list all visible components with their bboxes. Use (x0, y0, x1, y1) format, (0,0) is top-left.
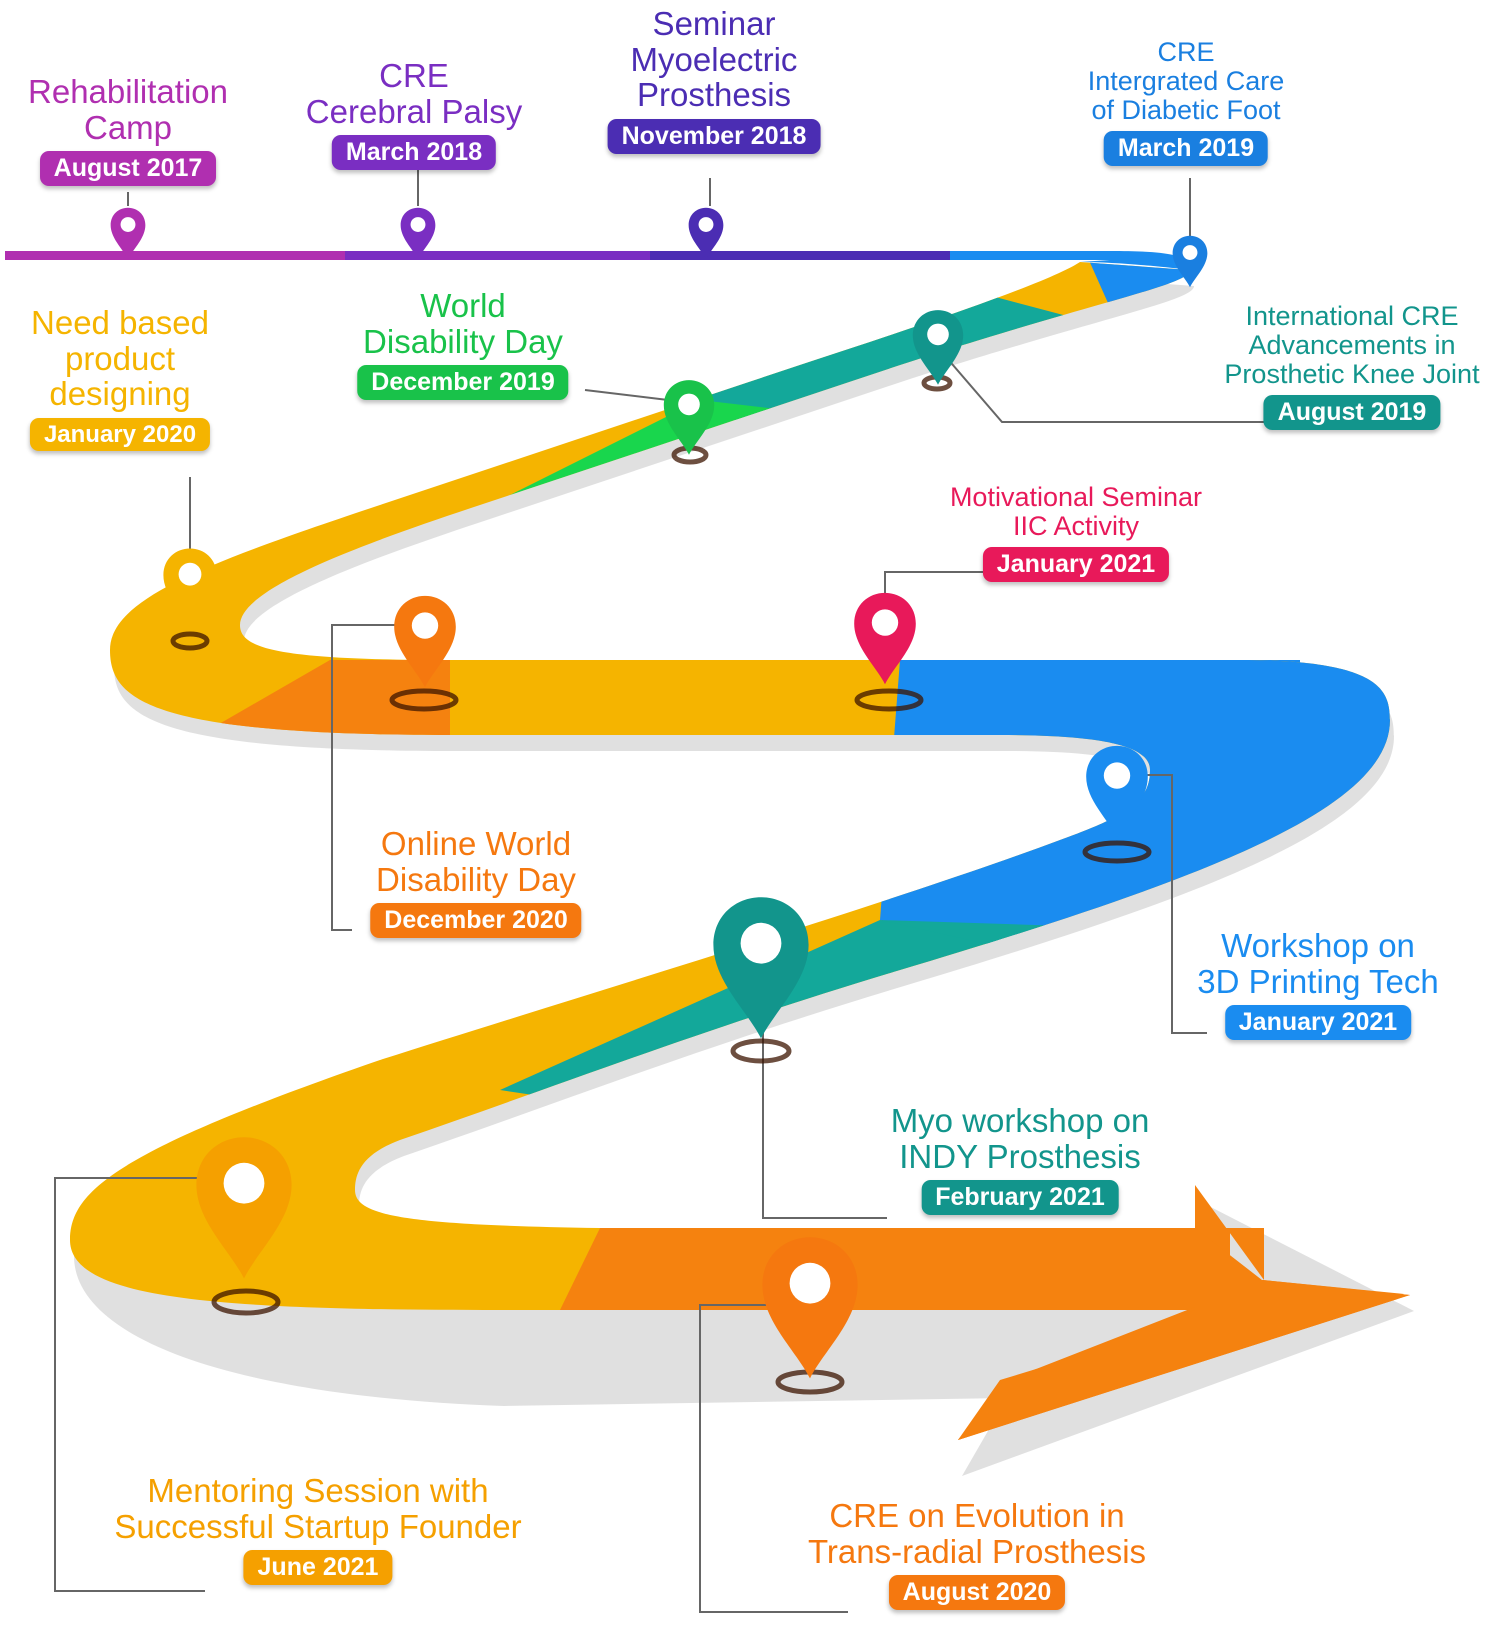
event-title-line: CRE (379, 57, 449, 94)
event-title-line: CRE (1157, 37, 1215, 67)
date-badge: August 2019 (1263, 395, 1441, 431)
event-title-line: Intergrated Care (1087, 66, 1285, 97)
date-badge: August 2017 (39, 151, 217, 186)
date-badge: November 2018 (607, 118, 821, 154)
event-title-line: Advancements in (1248, 330, 1456, 361)
date-badge: June 2021 (243, 1550, 393, 1585)
event-title-line: designing (49, 375, 191, 413)
map-pin-icon (663, 380, 715, 455)
pin-base-ring (1082, 840, 1152, 864)
map-pin-icon (196, 1137, 292, 1279)
map-pin-icon (110, 207, 146, 260)
event-title-line: Rehabilitation (28, 73, 228, 110)
event-title-line: product (64, 339, 176, 377)
map-pin-icon (912, 310, 964, 385)
date-badge: August 2020 (888, 1575, 1066, 1610)
event-title-line: Successful Startup Founder (114, 1507, 522, 1545)
event-title-line: of Diabetic Foot (1091, 95, 1281, 126)
pin-base-ring (389, 688, 459, 712)
event-title-line: Mentoring Session with (147, 1472, 489, 1509)
event-title-line: Online World (380, 825, 572, 862)
event-title-line: Myo workshop on (890, 1102, 1150, 1139)
map-pin-icon (762, 1237, 858, 1379)
event-title-line: Prosthesis (636, 76, 792, 114)
event-title-line: Camp (83, 108, 173, 146)
event-title-line: Myoelectric (630, 40, 798, 78)
event-title-line: Disability Day (363, 322, 563, 360)
date-badge: December 2020 (370, 903, 582, 938)
event-title-line: Disability Day (376, 860, 576, 898)
pin-base-ring (170, 631, 210, 651)
date-badge: February 2021 (921, 1180, 1119, 1215)
map-pin-icon (688, 207, 724, 260)
date-badge: January 2020 (29, 417, 211, 452)
event-title-line: CRE on Evolution in (829, 1497, 1125, 1534)
event-title-line: 3D Printing Tech (1197, 962, 1439, 1000)
event-title-line: Seminar (652, 5, 776, 42)
event-title-line: INDY Prosthesis (899, 1137, 1141, 1175)
map-pin-icon (400, 207, 436, 260)
date-badge: January 2021 (1224, 1005, 1412, 1040)
pin-base-ring (854, 688, 924, 712)
event-title-line: Trans-radial Prosthesis (807, 1532, 1147, 1570)
event-title-line: Workshop on (1221, 927, 1415, 964)
event-title-line: Motivational Seminar (949, 482, 1203, 512)
event-title-line: Cerebral Palsy (305, 92, 523, 130)
event-title-line: Prosthetic Knee Joint (1224, 359, 1480, 390)
date-badge: December 2019 (357, 365, 569, 400)
map-pin-icon (1086, 745, 1148, 838)
map-pin-icon (713, 897, 809, 1039)
event-title-line: World (420, 287, 506, 324)
date-badge: January 2021 (982, 547, 1170, 583)
map-pin-icon (1172, 235, 1208, 288)
event-title-line: IIC Activity (1012, 511, 1140, 542)
map-pin-icon (394, 595, 456, 688)
pin-base-ring (730, 1038, 792, 1064)
date-badge: March 2019 (1103, 131, 1269, 167)
event-title-line: International CRE (1245, 301, 1459, 331)
event-title-line: Need based (31, 304, 209, 341)
date-badge: March 2018 (331, 135, 497, 170)
map-pin-icon (163, 548, 217, 628)
pin-base-ring (211, 1288, 281, 1316)
map-pin-icon (854, 592, 916, 685)
